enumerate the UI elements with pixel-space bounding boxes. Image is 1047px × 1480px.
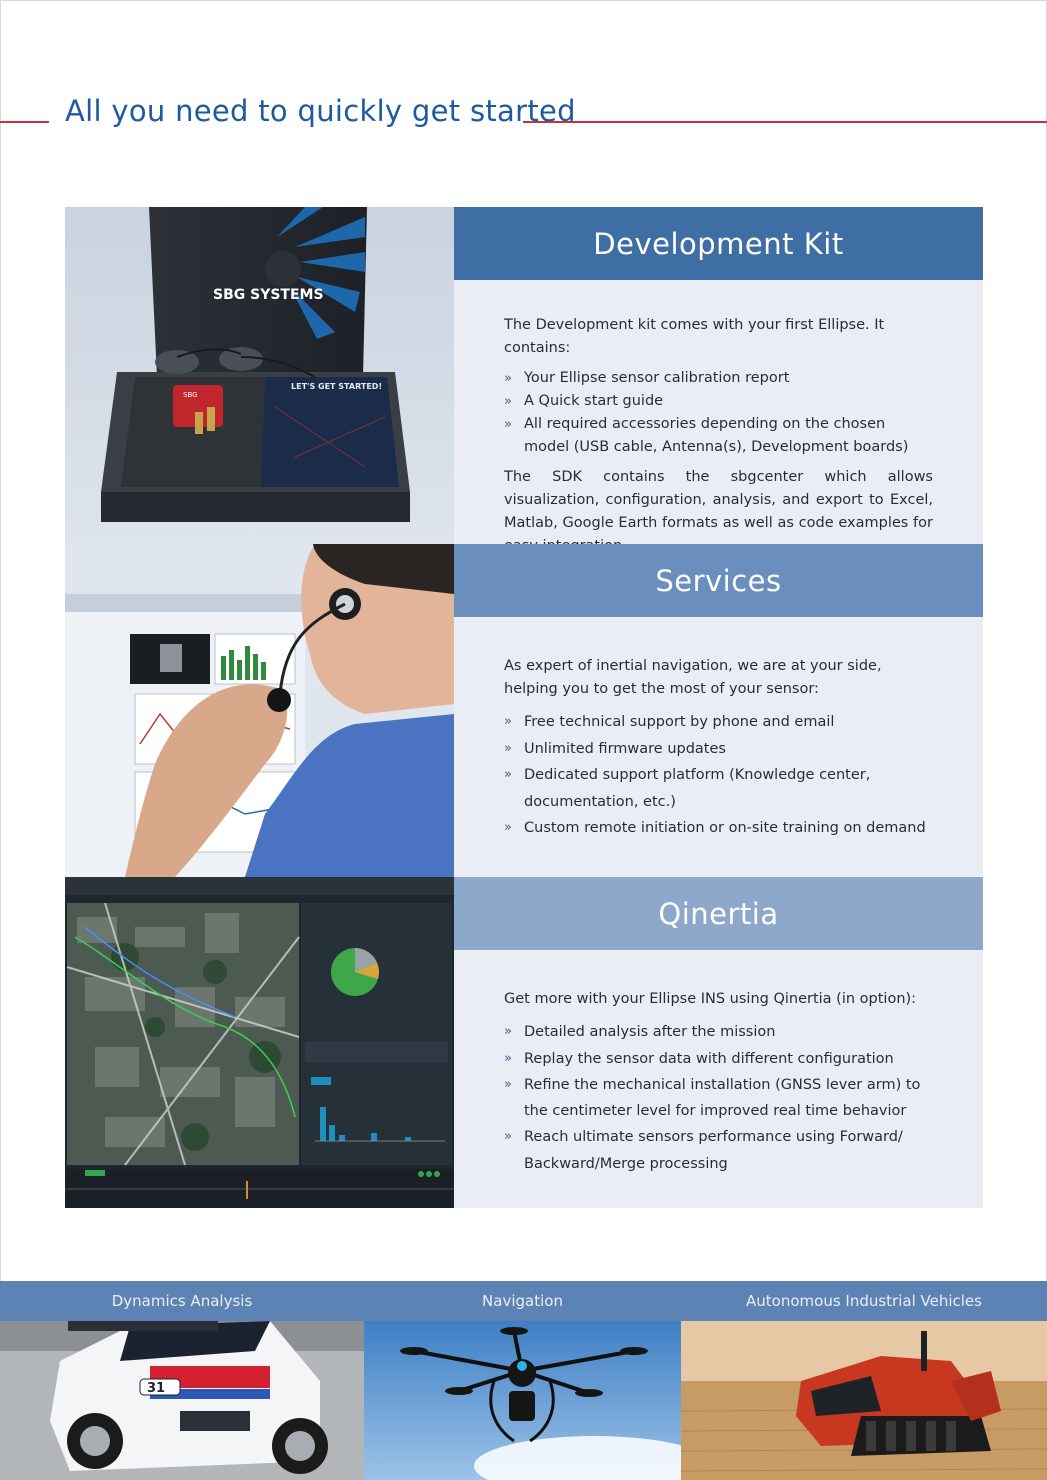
section-qinertia: Qinertia Get more with your Ellipse INS … [65,877,983,1208]
list-item: »A Quick start guide [504,390,933,413]
bullet-glyph: » [504,820,512,835]
list-item: »Unlimited firmware updates [504,736,933,763]
list-item: »Reach ultimate sensors performance usin… [504,1124,933,1177]
application-tile-autonomous-industrial-vehicles: Autonomous Industrial Vehicles [681,1281,1047,1480]
header-rule-left [0,121,49,123]
list-item: »Detailed analysis after the mission [504,1019,933,1045]
page-title: All you need to quickly get started [65,94,576,128]
development-kit-intro: The Development kit comes with your firs… [504,317,885,356]
header-rule-right [523,121,1047,123]
application-tile-navigation: Navigation [364,1281,681,1480]
services-heading: Services [454,544,983,617]
bullet-glyph: » [504,714,512,729]
application-label: Dynamics Analysis [0,1281,364,1321]
application-tile-dynamics-analysis: Dynamics Analysis 31 [0,1281,364,1480]
development-kit-panel: Development Kit The Development kit come… [454,207,983,554]
bullet-glyph: » [504,1050,512,1066]
services-intro: As expert of inertial navigation, we are… [504,658,882,697]
car-number: 31 [147,1381,165,1396]
page-header: All you need to quickly get started [0,88,1047,148]
list-item: »Replay the sensor data with different c… [504,1046,933,1072]
bullet-glyph: » [504,740,512,756]
list-item: »Dedicated support platform (Knowledge c… [504,762,933,815]
bullet-glyph: » [504,1024,512,1040]
application-label: Navigation [364,1281,681,1321]
list-item: »Free technical support by phone and ema… [504,709,933,736]
sensor-logo-text: SBG [183,391,198,399]
qinertia-list: »Detailed analysis after the mission »Re… [504,1019,933,1177]
services-panel: Services As expert of inertial navigatio… [454,544,983,877]
bullet-glyph: » [504,767,512,782]
services-photo [65,544,454,877]
bullet-glyph: » [504,1076,512,1092]
bullet-glyph: » [504,371,512,386]
bullet-glyph: » [504,394,512,409]
booklet-text: LET'S GET STARTED! [291,382,382,391]
qinertia-screenshot [65,877,454,1208]
qinertia-heading: Qinertia [454,877,983,950]
development-kit-heading: Development Kit [454,207,983,280]
development-kit-list: »Your Ellipse sensor calibration report … [504,367,933,459]
application-label: Autonomous Industrial Vehicles [681,1281,1047,1321]
list-item: »All required accessories depending on t… [504,413,933,459]
section-services: Services As expert of inertial navigatio… [65,544,983,877]
drone-photo [364,1321,681,1480]
bullet-glyph: » [504,417,512,432]
race-car-photo: 31 [0,1321,364,1480]
sbg-brand-text: SBG SYSTEMS [213,287,324,303]
list-item: »Custom remote initiation or on-site tra… [504,815,933,842]
qinertia-intro: Get more with your Ellipse INS using Qin… [504,991,917,1007]
tractor-photo [681,1321,1047,1480]
bullet-glyph: » [504,1129,512,1145]
section-development-kit: SBG SYSTEMS LET'S GET STARTED! SBG Devel… [65,207,983,554]
applications-strip: Dynamics Analysis 31 Navigation [0,1281,1047,1480]
services-list: »Free technical support by phone and ema… [504,709,933,842]
list-item: »Your Ellipse sensor calibration report [504,367,933,390]
qinertia-panel: Qinertia Get more with your Ellipse INS … [454,877,983,1208]
development-kit-photo: SBG SYSTEMS LET'S GET STARTED! SBG [65,207,454,544]
list-item: »Refine the mechanical installation (GNS… [504,1072,933,1125]
